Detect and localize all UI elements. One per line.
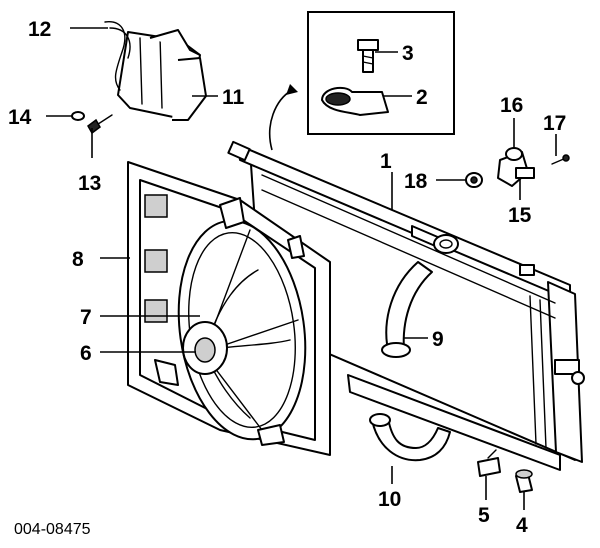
callout-13: 13 <box>78 172 101 195</box>
callout-12: 12 <box>28 18 51 41</box>
lower-hose-body <box>371 417 451 462</box>
radiator-drain-plug <box>571 371 585 385</box>
callout-16: 16 <box>500 94 523 117</box>
shroud-pad-3 <box>144 299 168 323</box>
fan-motor-hub <box>194 337 216 363</box>
callout-3: 3 <box>402 42 414 65</box>
inset-arrow-head <box>286 84 298 95</box>
callout-6: 6 <box>80 342 92 365</box>
shroud-bottom-bracket <box>257 424 285 446</box>
fan-assembly <box>177 197 307 446</box>
fasteners-left <box>71 111 113 135</box>
nut-14 <box>71 111 85 121</box>
shroud-side-bracket <box>287 235 305 259</box>
callout-1: 1 <box>380 150 392 173</box>
callout-7: 7 <box>80 306 92 329</box>
callout-14: 14 <box>8 106 32 129</box>
radiator-drain-fitting <box>554 359 580 375</box>
callout-labels: 12 11 14 13 3 2 1 18 16 17 15 8 7 6 9 10… <box>8 18 566 537</box>
cap-16 <box>505 147 523 161</box>
inset-frame <box>307 11 455 135</box>
callout-8: 8 <box>72 248 84 271</box>
bottom-parts <box>477 449 533 493</box>
callout-17: 17 <box>543 112 566 135</box>
bolt-3-head <box>357 39 379 51</box>
relay-connector <box>149 29 201 56</box>
radiator-right-bracket <box>519 264 535 276</box>
radiator <box>227 140 585 471</box>
relay-bracket-assembly <box>104 21 207 121</box>
upper-hose <box>381 261 433 358</box>
leader-lines <box>46 27 557 510</box>
shroud-top-bracket <box>219 197 245 229</box>
radiator-top-bracket <box>227 140 251 162</box>
shroud-pad-1 <box>144 194 168 218</box>
document-code: 004-08475 <box>14 521 91 538</box>
radiator-bottom-tank <box>347 374 561 471</box>
fittings-right <box>465 147 570 188</box>
callout-4: 4 <box>516 514 528 537</box>
isolator-2-core <box>325 92 351 106</box>
callout-11: 11 <box>222 86 245 109</box>
clip-15 <box>515 167 535 179</box>
shroud-lower-tab <box>154 359 179 386</box>
callout-9: 9 <box>432 328 444 351</box>
lower-hose-end <box>369 413 391 427</box>
lower-hose <box>369 413 451 462</box>
bolt-3-shank <box>362 49 374 73</box>
callout-2: 2 <box>416 86 428 109</box>
callout-15: 15 <box>508 204 532 227</box>
inset-detail <box>307 11 455 135</box>
bracket-5 <box>477 457 501 477</box>
upper-hose-end <box>381 342 411 358</box>
relay-wire-harness <box>104 21 126 91</box>
inset-arrow-line <box>268 89 293 151</box>
upper-hose-body <box>385 261 433 351</box>
shroud-pad-2 <box>144 249 168 273</box>
callout-10: 10 <box>378 488 401 511</box>
screw-13-head <box>87 118 101 135</box>
callout-5: 5 <box>478 504 490 527</box>
callout-18: 18 <box>404 170 428 193</box>
radiator-upper-outlet <box>433 234 459 254</box>
